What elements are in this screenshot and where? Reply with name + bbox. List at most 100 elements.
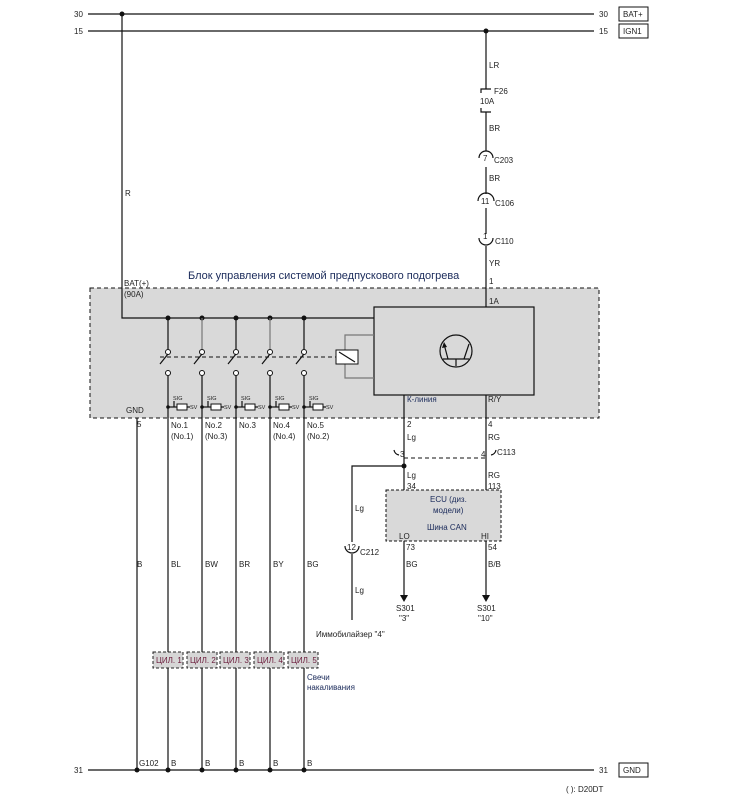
wire-color: BW <box>205 560 218 569</box>
svg-text:SV: SV <box>326 405 334 411</box>
fuse-label: F26 <box>494 87 508 96</box>
c113-label: C113 <box>497 448 516 457</box>
svg-text:1: 1 <box>489 277 494 286</box>
svg-text:R/Y: R/Y <box>488 395 502 404</box>
svg-text:4: 4 <box>481 450 486 459</box>
svg-text:SV: SV <box>292 405 300 411</box>
svg-text:ECU (диз.: ECU (диз. <box>430 495 467 504</box>
svg-text:(No.3): (No.3) <box>205 432 228 441</box>
svg-text:(No.1): (No.1) <box>171 432 194 441</box>
glow-output-2: SIG SV No.2 (No.3) BW <box>193 315 232 770</box>
svg-text:Lg: Lg <box>355 586 364 595</box>
svg-text:C203: C203 <box>494 156 514 165</box>
svg-text:4: 4 <box>488 420 493 429</box>
svg-text:SV: SV <box>224 405 232 411</box>
wire-color: BG <box>307 560 319 569</box>
svg-text:RG: RG <box>488 471 500 480</box>
svg-text:B: B <box>171 759 176 768</box>
svg-text:34: 34 <box>407 482 416 491</box>
glow-plug-cyl-2: ЦИЛ. 2 <box>186 651 218 669</box>
svg-text:BAT(+): BAT(+) <box>124 279 149 288</box>
svg-text:R: R <box>125 189 131 198</box>
resistor-icon <box>176 403 188 411</box>
glow-plug-cyl-3: ЦИЛ. 3 <box>219 651 251 669</box>
svg-text:(90A): (90A) <box>124 290 144 299</box>
svg-text:73: 73 <box>406 543 415 552</box>
svg-text:Lg: Lg <box>407 433 416 442</box>
svg-text:B: B <box>307 759 312 768</box>
svg-text:RG: RG <box>488 433 500 442</box>
ign-label: IGN1 <box>623 27 642 36</box>
svg-text:15: 15 <box>74 27 83 36</box>
resistor-icon <box>244 403 256 411</box>
transistor-icon <box>439 334 473 368</box>
svg-text:BR: BR <box>489 174 500 183</box>
svg-text:C106: C106 <box>495 199 515 208</box>
immobilizer-label: Иммобилайзер "4" <box>316 630 385 639</box>
svg-text:HI: HI <box>481 532 489 541</box>
svg-text:LO: LO <box>399 532 410 541</box>
svg-text:B/B: B/B <box>488 560 501 569</box>
svg-text:12: 12 <box>347 543 356 552</box>
ecu-box <box>385 489 502 542</box>
svg-text:31: 31 <box>74 766 83 775</box>
svg-text:(No.2): (No.2) <box>307 432 330 441</box>
switch-icon <box>159 353 169 365</box>
bat-rail: 30 30 BAT+ <box>74 6 649 22</box>
wire-color: BY <box>273 560 284 569</box>
ign-rail: 15 15 IGN1 <box>74 23 649 39</box>
resistor-icon <box>278 403 290 411</box>
svg-text:"10": "10" <box>478 614 493 623</box>
svg-text:SIG: SIG <box>207 396 216 402</box>
svg-text:SIG: SIG <box>241 396 250 402</box>
svg-text:113: 113 <box>488 482 501 491</box>
switch-icon <box>295 353 305 365</box>
svg-text:C212: C212 <box>360 548 380 557</box>
svg-text:ЦИЛ. 1: ЦИЛ. 1 <box>156 656 182 665</box>
svg-text:C110: C110 <box>495 237 514 246</box>
svg-text:1: 1 <box>483 232 488 241</box>
svg-text:30: 30 <box>74 10 83 19</box>
svg-text:11: 11 <box>481 197 490 206</box>
svg-text:Шина CAN: Шина CAN <box>427 523 467 532</box>
svg-text:15: 15 <box>599 27 608 36</box>
svg-text:No.2: No.2 <box>205 421 222 430</box>
svg-text:54: 54 <box>488 543 497 552</box>
svg-text:B: B <box>137 560 142 569</box>
svg-text:No.3: No.3 <box>239 421 256 430</box>
svg-text:ЦИЛ. 3: ЦИЛ. 3 <box>223 656 249 665</box>
svg-text:BR: BR <box>489 124 500 133</box>
svg-text:S301: S301 <box>396 604 415 613</box>
gnd-rail: 31 31 GND <box>74 762 649 778</box>
g102-label: G102 <box>139 759 159 768</box>
glow-plug-cyl-4: ЦИЛ. 4 <box>253 651 285 669</box>
svg-text:2: 2 <box>407 420 412 429</box>
module-title: Блок управления системой предпускового п… <box>188 270 460 282</box>
svg-text:SIG: SIG <box>173 396 182 402</box>
svg-text:К-линия: К-линия <box>407 395 437 404</box>
svg-text:(No.4): (No.4) <box>273 432 296 441</box>
svg-text:SIG: SIG <box>309 396 318 402</box>
bat-label: BAT+ <box>623 10 643 19</box>
svg-text:7: 7 <box>483 154 488 163</box>
svg-text:GND: GND <box>126 406 144 415</box>
gnd-label: GND <box>623 766 641 775</box>
svg-text:3: 3 <box>400 450 405 459</box>
svg-text:Lg: Lg <box>355 504 364 513</box>
svg-text:BG: BG <box>406 560 418 569</box>
svg-text:YR: YR <box>489 259 500 268</box>
svg-text:B: B <box>239 759 244 768</box>
glow-plug-cyl-1: ЦИЛ. 1 <box>152 651 184 669</box>
svg-text:Свечи: Свечи <box>307 673 330 682</box>
svg-text:31: 31 <box>599 766 608 775</box>
svg-text:1A: 1A <box>489 297 499 306</box>
svg-text:ЦИЛ. 2: ЦИЛ. 2 <box>190 656 216 665</box>
model-footnote: ( ): D20DT <box>566 785 603 794</box>
fuse-rating: 10A <box>480 97 495 106</box>
svg-text:30: 30 <box>599 10 608 19</box>
